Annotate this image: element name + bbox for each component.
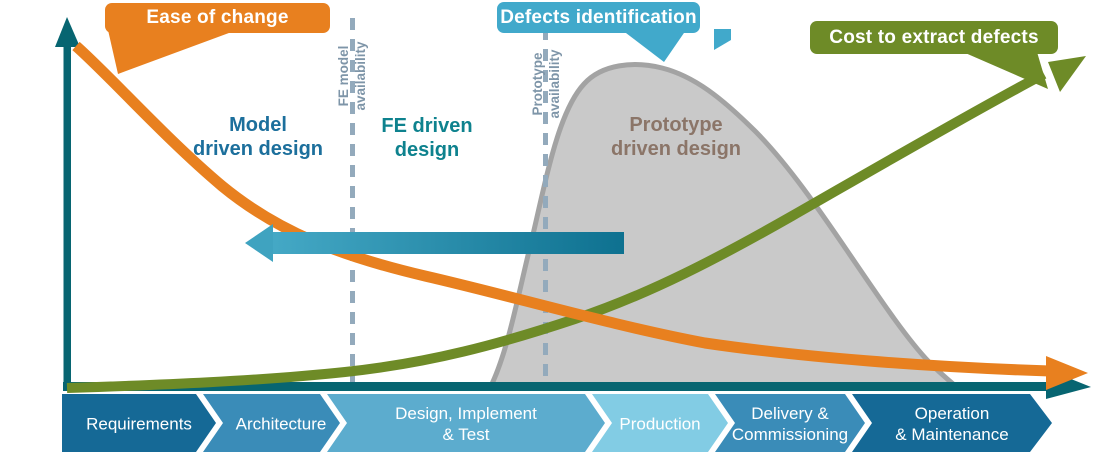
- defects-identification-callout: Defects identification: [497, 2, 700, 33]
- fe-model-availability-label: FE model availability: [336, 41, 368, 111]
- prototype-availability-label: Prototype availability: [530, 49, 562, 119]
- chevron-delivery-commissioning: [715, 394, 865, 452]
- chevron-requirements: [62, 394, 216, 452]
- phase-label-requirements: Requirements: [86, 414, 192, 434]
- chevron-design-implement-test: [327, 394, 605, 452]
- phase-label-production: Production: [619, 414, 701, 434]
- cost-curve-arrowhead-icon: [1048, 56, 1086, 92]
- fe-driven-design-label: FE driven design: [381, 115, 473, 161]
- defects-identification-label: Defects identification: [500, 6, 697, 28]
- cost-to-extract-defects-callout: Cost to extract defects: [810, 21, 1058, 54]
- y-axis-arrowhead-icon: [55, 17, 80, 47]
- chevron-production: [592, 394, 728, 452]
- model-driven-design-label: Model driven design: [192, 114, 324, 160]
- phase-label-architecture: Architecture: [235, 414, 327, 434]
- cost-to-extract-defects-label: Cost to extract defects: [829, 26, 1039, 48]
- prototype-driven-design-label: Prototype driven design: [610, 114, 742, 160]
- x-axis-line: [63, 382, 1053, 391]
- ease-curve-arrowhead-icon: [1046, 356, 1088, 390]
- cost-callout-tail: [963, 52, 1048, 89]
- chevron-operation-maintenance: [852, 394, 1052, 452]
- chevron-architecture: [203, 394, 340, 452]
- ease-of-change-label: Ease of change: [146, 7, 289, 28]
- phase-label-design-implement-test: Design, Implement & Test: [395, 404, 537, 444]
- shift-left-arrowhead-icon: [245, 224, 273, 262]
- phase-label-operation-maintenance: Operation & Maintenance: [895, 404, 1009, 444]
- ease-curve: [72, 41, 1051, 377]
- defects-callout-tail-strip: [714, 29, 731, 50]
- defects-callout-tail: [622, 30, 686, 62]
- y-axis-line: [63, 36, 71, 384]
- ease-callout-tail: [108, 30, 237, 74]
- phase-label-delivery-commissioning: Delivery & Commissioning: [731, 404, 849, 444]
- shift-left-arrow-shaft: [268, 232, 624, 254]
- ease-of-change-callout: Ease of change: [105, 3, 330, 33]
